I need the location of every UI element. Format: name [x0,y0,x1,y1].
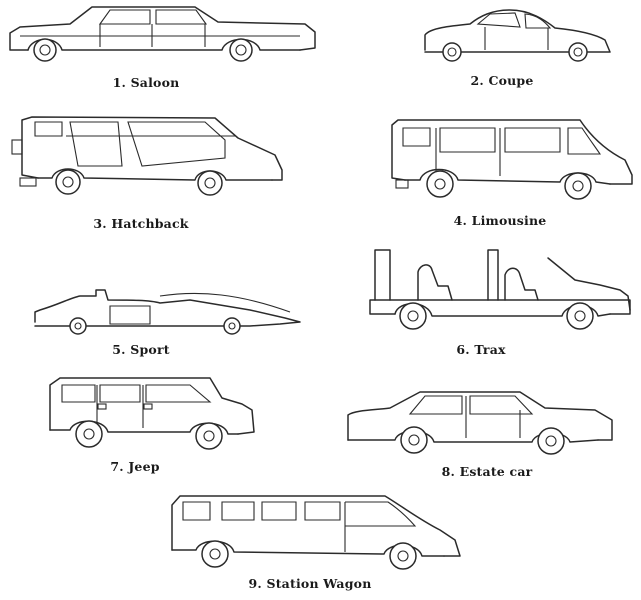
caption-coupe: 2. Coupe [470,73,534,88]
limousine-drawing [391,119,633,200]
caption-limousine: 4. Limousine [453,213,547,228]
sport-drawing [34,289,301,335]
estate-car-drawing [347,391,613,455]
trax-drawing [369,249,631,330]
caption-hatchback: 3. Hatchback [93,216,189,231]
coupe-drawing [424,9,611,62]
saloon-drawing [9,6,316,62]
hatchback-drawing [11,116,283,196]
caption-station-wagon: 9. Station Wagon [248,576,372,591]
caption-jeep: 7. Jeep [110,459,160,474]
caption-sport: 5. Sport [112,342,170,357]
caption-estate-car: 8. Estate car [441,464,533,479]
jeep-drawing [49,377,255,450]
station-wagon-drawing [171,495,461,570]
caption-saloon: 1. Saloon [112,75,180,90]
caption-trax: 6. Trax [456,342,506,357]
